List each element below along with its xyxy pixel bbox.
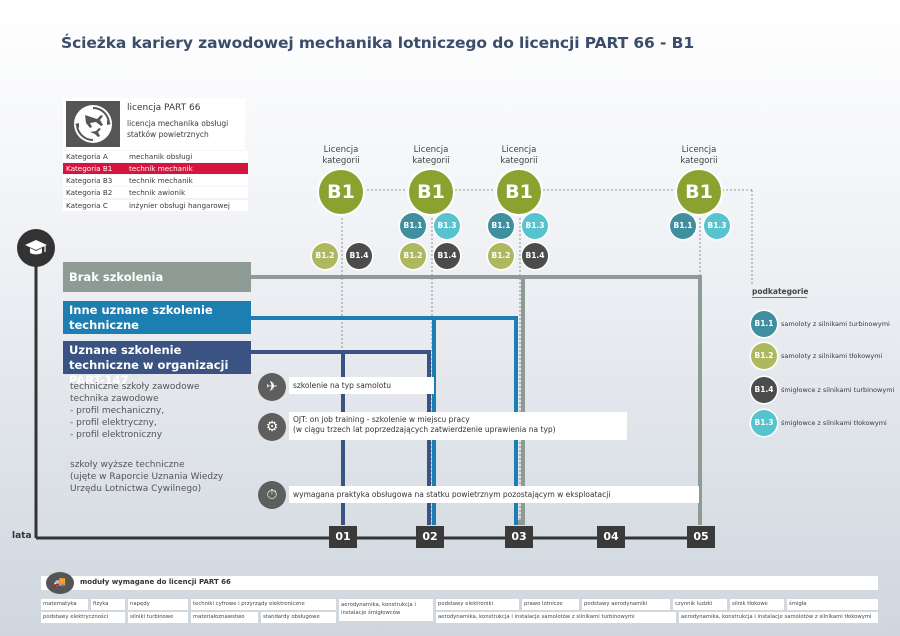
module-chip: materiałoznawstwo [191, 612, 258, 623]
module-chip: fizyka [91, 599, 125, 610]
module-chip: aerodynamika, konstrukcja i instalacje s… [436, 612, 676, 623]
aircraft-cycle-icon [66, 101, 120, 147]
airplane-icon: ✈ [258, 373, 286, 401]
legend-b11-text: samoloty z silnikami turbinowymi [781, 320, 890, 328]
module-chip: podstawy aerodynamiki [582, 599, 670, 610]
legend-b11-badge: B1.1 [751, 311, 777, 337]
module-chip: techniki cyfrowe i przyrządy elektronicz… [191, 599, 336, 610]
licence-label: Licencja kategorii [680, 145, 718, 166]
module-chip: aerodynamika, konstrukcja i instalacje ś… [339, 599, 433, 621]
licence-description: licencja mechanika obsługi statków powie… [127, 119, 229, 139]
modules-header [41, 576, 878, 590]
module-chip: śmigła [787, 599, 878, 610]
sub-b11-badge: B1.1 [488, 213, 514, 239]
legend-title: podkategorie [752, 287, 809, 296]
b1-badge: B1 [677, 170, 721, 214]
sub-b13-badge: B1.3 [522, 213, 548, 239]
higher-schools-text: szkoły wyższe techniczne (ujęte w Raporc… [70, 460, 224, 494]
legend-b13-badge: B1.3 [751, 410, 777, 436]
legend-b14-badge: B1.4 [751, 377, 777, 403]
module-chip: czynnik ludzki [673, 599, 727, 610]
licence-label: Licencja kategorii [412, 145, 450, 166]
sub-b12-badge: B1.2 [312, 243, 338, 269]
ojt-label: OJT: on job training - szkolenie w miejs… [289, 412, 627, 440]
module-chip: podstawy elektryczności [41, 612, 125, 623]
module-chip: silniki turbinowe [128, 612, 188, 623]
technical-schools-text: techniczne szkoły zawodowe technika zawo… [70, 382, 200, 440]
legend-b13-text: śmigłowce z silnikami tłokowymi [781, 419, 887, 427]
sub-b12-badge: B1.2 [400, 243, 426, 269]
b1-badge: B1 [409, 170, 453, 214]
sub-b11-badge: B1.1 [670, 213, 696, 239]
path-no-training: Brak szkolenia [63, 262, 251, 292]
b1-badge: B1 [497, 170, 541, 214]
sub-b13-badge: B1.3 [704, 213, 730, 239]
module-chip: prawo lotnicze [522, 599, 579, 610]
sub-b14-badge: B1.4 [434, 243, 460, 269]
sub-b14-badge: B1.4 [346, 243, 372, 269]
licence-label: Licencja kategorii [322, 145, 360, 166]
year-marker: 03 [505, 526, 533, 548]
legend-divider [752, 297, 807, 298]
sub-b12-badge: B1.2 [488, 243, 514, 269]
module-chip: matematyka [41, 599, 88, 610]
module-chip: podstawy elektroniki [436, 599, 519, 610]
module-chip: aerodynamika, konstrukcja i instalacje s… [679, 612, 878, 623]
modules-row-1: matematyka fizyka napędy techniki cyfrow… [0, 599, 900, 621]
legend-b14-text: śmigłowce z silnikami turbinowymi [781, 386, 895, 394]
sub-b11-badge: B1.1 [400, 213, 426, 239]
sub-b13-badge: B1.3 [434, 213, 460, 239]
module-chip: silnik tłokowe [730, 599, 784, 610]
year-marker: 04 [597, 526, 625, 548]
axis-label: lata [12, 531, 32, 541]
year-marker: 05 [687, 526, 715, 548]
modules-title: moduły wymagane do licencji PART 66 [80, 578, 231, 586]
year-marker: 02 [416, 526, 444, 548]
module-chip: standardy obsługowe [261, 612, 336, 623]
year-marker: 01 [329, 526, 357, 548]
legend-b12-badge: B1.2 [751, 343, 777, 369]
path-other-training: Inne uznane szkolenie techniczne [63, 301, 251, 334]
modules-row-2: podstawy elektryczności silniki turbinow… [0, 612, 900, 623]
truck-icon: 🚚 [46, 572, 74, 594]
gears-icon: ⚙ [258, 413, 286, 441]
practice-label: wymagana praktyka obsługowa na statku po… [289, 486, 699, 503]
stopwatch-icon: ⏱ [258, 481, 286, 509]
type-training-label: szkolenie na typ samolotu [289, 377, 434, 394]
module-chip: napędy [128, 599, 188, 610]
licence-name: licencja PART 66 [127, 103, 201, 113]
graduation-cap-icon [17, 229, 55, 267]
page-title: Ścieżka kariery zawodowej mechanika lotn… [61, 34, 695, 52]
path-part147-training: Uznane szkolenie techniczne w organizacj… [63, 341, 251, 387]
licence-label: Licencja kategorii [500, 145, 538, 166]
b1-badge: B1 [319, 170, 363, 214]
legend-b12-text: samoloty z silnikami tłokowymi [781, 352, 883, 360]
sub-b14-badge: B1.4 [522, 243, 548, 269]
